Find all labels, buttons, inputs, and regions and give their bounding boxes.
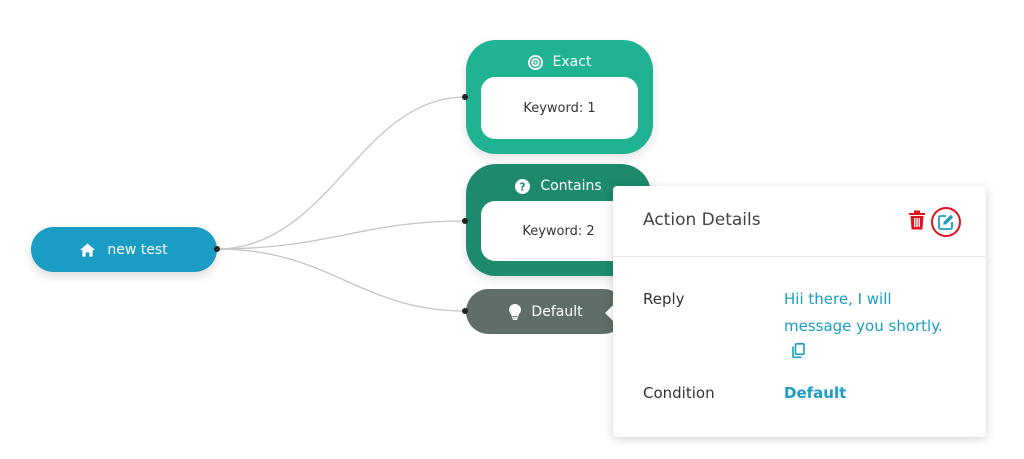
condition-value: Default (784, 384, 847, 402)
copy-icon (792, 343, 805, 358)
branch-exact[interactable]: Exact Keyword: 1 (466, 40, 653, 154)
branch-default-title: Default (531, 303, 583, 320)
root-node-label: new test (107, 241, 168, 258)
branch-contains-keyword: Keyword: 2 (481, 201, 636, 261)
panel-pointer (605, 304, 614, 322)
target-icon (527, 54, 543, 70)
root-node[interactable]: new test (31, 227, 217, 272)
branch-contains-title: Contains (540, 178, 602, 194)
root-output-port[interactable] (214, 246, 220, 252)
lightbulb-icon (509, 303, 522, 320)
condition-label: Condition (643, 384, 715, 402)
delete-button[interactable] (909, 210, 925, 234)
action-details-panel: Action Details Reply Hii there, I will m… (613, 186, 986, 437)
reply-label: Reply (643, 290, 685, 308)
branch-exact-title: Exact (552, 54, 592, 70)
copy-button[interactable] (792, 340, 805, 367)
branch-default-input-port[interactable] (462, 308, 468, 314)
connector-default (216, 248, 466, 312)
trash-icon (909, 210, 925, 234)
svg-text:?: ? (520, 181, 526, 193)
panel-title: Action Details (643, 210, 761, 230)
reply-value[interactable]: Hii there, I will message you shortly. (784, 286, 944, 367)
question-icon: ? (515, 178, 531, 194)
panel-divider (613, 256, 986, 257)
reply-text: Hii there, I will message you shortly. (784, 290, 943, 335)
branch-contains-input-port[interactable] (462, 218, 468, 224)
branch-default[interactable]: Default (466, 289, 626, 334)
branch-exact-keyword: Keyword: 1 (481, 77, 638, 139)
connector-contains (216, 220, 466, 250)
branch-exact-input-port[interactable] (462, 94, 468, 100)
connector-exact (216, 96, 466, 250)
edit-icon (938, 214, 954, 230)
edit-button[interactable] (931, 207, 961, 237)
home-icon (80, 242, 96, 257)
